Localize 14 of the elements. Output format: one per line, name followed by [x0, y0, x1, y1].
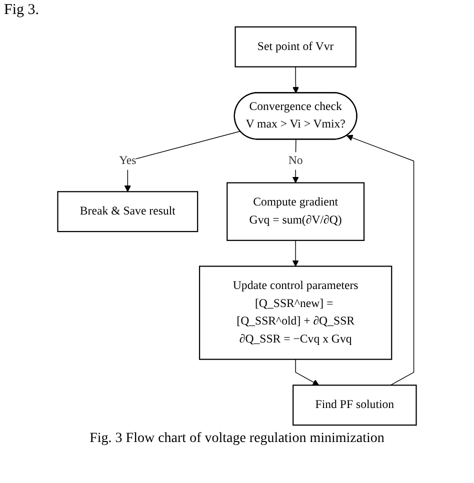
- arrow: [292, 240, 299, 267]
- node-box: Break & Save result: [57, 191, 198, 232]
- figure-label: Fig 3.: [3, 1, 40, 20]
- arrow: [346, 134, 414, 386]
- node-box: Update control parameters [Q_SSR^new] = [Q_SSR^old] + ∂Q_SSR ∂Q_SSR = −Cvq x Gvq: [198, 266, 392, 360]
- arrow: [292, 66, 300, 94]
- node-box: Find PF solution: [292, 384, 417, 426]
- node-box: Set point of Vvr: [234, 26, 356, 68]
- figure-caption: Fig. 3 Flow chart of voltage regulation minimization: [88, 431, 386, 447]
- arrow: [295, 358, 320, 386]
- arrow: [124, 130, 241, 192]
- edge-label: Yes: [119, 154, 136, 167]
- node-box: Compute gradient Gvq = sum(∂V/∂Q): [226, 182, 365, 241]
- edge-label: No: [288, 154, 303, 167]
